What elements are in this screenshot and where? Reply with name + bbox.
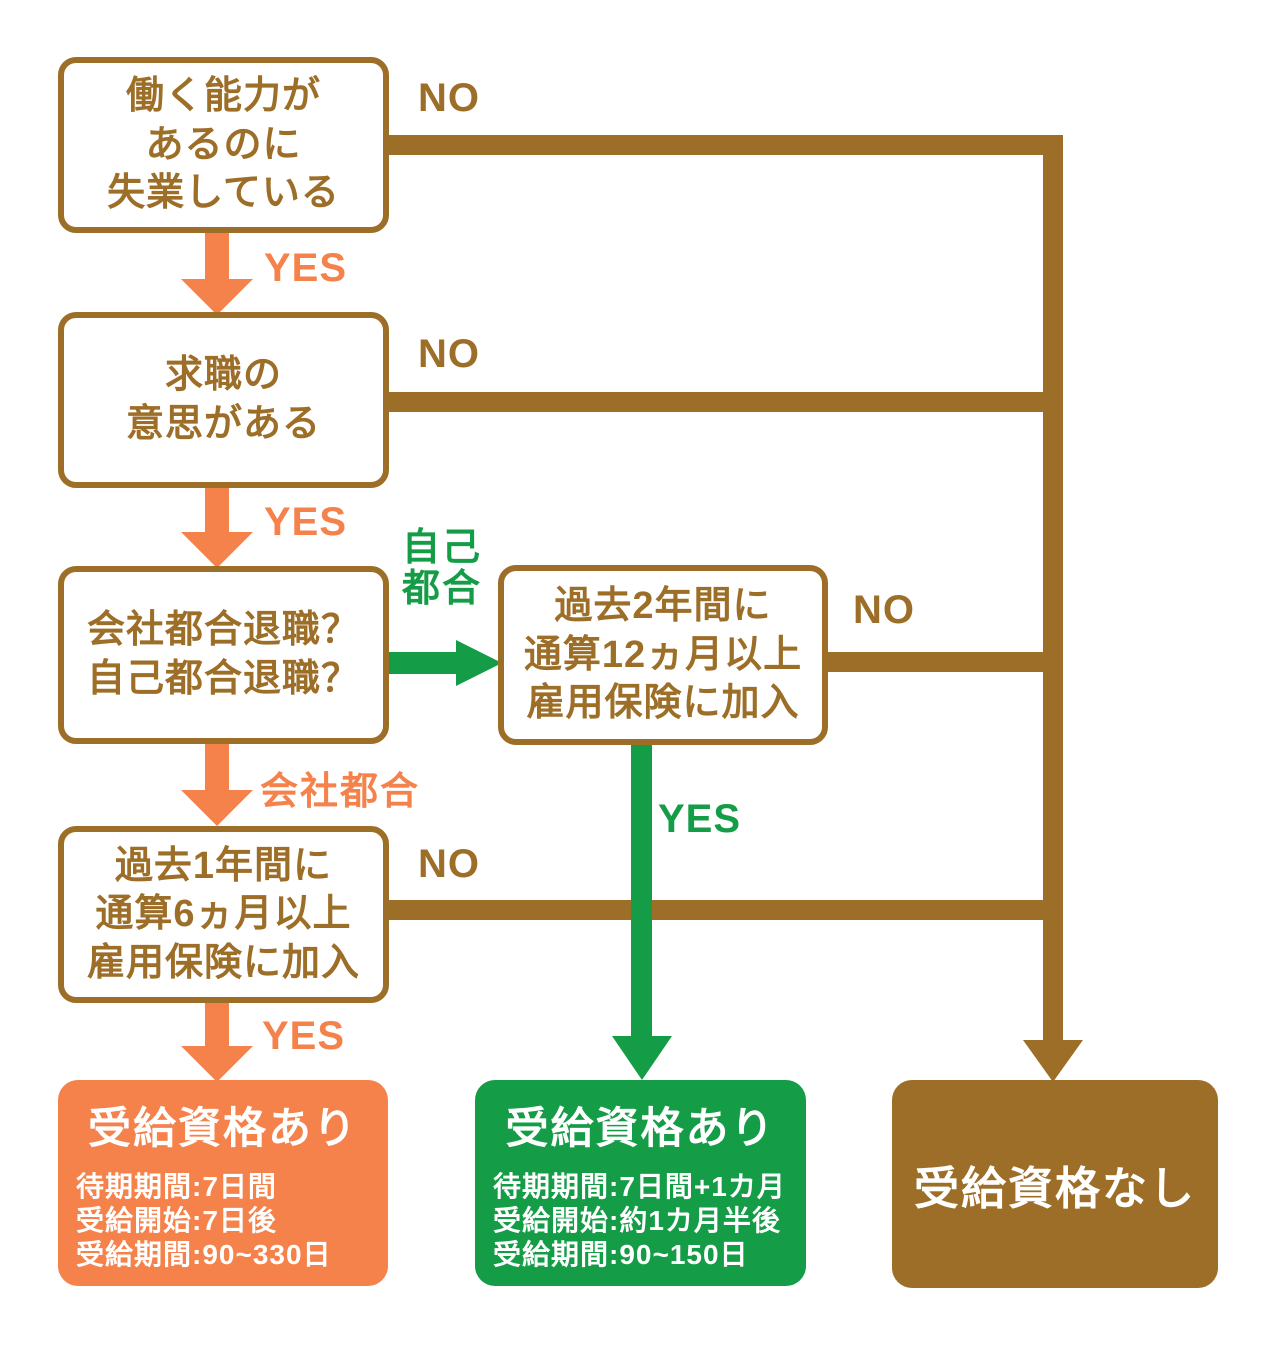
label-no-intent: NO: [418, 332, 480, 376]
result-detail-line: 受給期間:90~150日: [493, 1239, 749, 1271]
down-arrow-icon-company-reason: [181, 790, 253, 826]
decision-text-line: 過去1年間に: [114, 844, 333, 887]
label-yes-ability: YES: [264, 246, 348, 290]
label-self-reason-line1: 自己: [401, 527, 482, 569]
down-arrow-icon-yes-3: [181, 1046, 253, 1082]
down-arrow-icon-green: [612, 1036, 672, 1080]
decision-text-line: 雇用保険に加入: [526, 682, 800, 725]
result-detail-line: 受給開始:約1カ月半後: [493, 1205, 781, 1237]
label-self-reason-line2: 都合: [401, 568, 482, 611]
result-box-eligible-company-reason: 受給資格あり 待期期間:7日間 受給開始:7日後 受給期間:90~330日: [58, 1080, 388, 1286]
result-title: 受給資格なし: [913, 1162, 1196, 1214]
decision-box-insurance-12-months: 過去2年間に 通算12ヵ月以上 雇用保険に加入: [498, 565, 828, 745]
right-arrow-icon-green: [456, 640, 502, 686]
result-detail-line: 待期期間:7日間+1カ月: [493, 1171, 786, 1202]
label-yes-intent: YES: [264, 500, 348, 544]
label-no-ins12: NO: [853, 588, 915, 632]
decision-text-line: 雇用保険に加入: [86, 941, 360, 984]
decision-text-line: 自己都合退職？: [86, 658, 360, 700]
decision-text-line: 働く能力が: [125, 75, 321, 118]
decision-text-line: 会社都合退職？: [86, 609, 360, 652]
result-box-eligible-self-reason: 受給資格あり 待期期間:7日間+1カ月 受給開始:約1カ月半後 受給期間:90~…: [475, 1080, 806, 1286]
label-yes-ins6: YES: [262, 1014, 346, 1058]
arrow-shaft: [205, 488, 229, 534]
no-connector-line-from-ins12: [826, 652, 1063, 672]
label-no-ability: NO: [418, 76, 480, 120]
arrow-shaft: [205, 1003, 229, 1048]
no-connector-line-from-intent: [388, 392, 1063, 412]
result-detail-line: 受給期間:90~330日: [76, 1239, 332, 1271]
decision-text-line: 意思がある: [125, 403, 321, 445]
no-connector-vertical-line: [1043, 135, 1063, 1042]
self-reason-connector-line: [388, 652, 458, 674]
decision-box-unemployed-with-ability: 働く能力が あるのに 失業している: [58, 57, 389, 233]
no-connector-line-from-ins6: [388, 900, 1063, 920]
decision-text-line: 失業している: [107, 172, 340, 215]
decision-box-insurance-6-months: 過去1年間に 通算6ヵ月以上 雇用保険に加入: [58, 826, 389, 1003]
down-arrow-icon-yes-1: [181, 279, 253, 315]
label-yes-ins12: YES: [658, 797, 742, 841]
decision-text-line: 通算6ヵ月以上: [95, 893, 352, 936]
result-details: 待期期間:7日間 受給開始:7日後 受給期間:90~330日: [76, 1170, 388, 1272]
decision-box-resignation-type: 会社都合退職？ 自己都合退職？: [58, 566, 389, 744]
label-company-reason: 会社都合: [260, 771, 421, 813]
result-detail-line: 待期期間:7日間: [76, 1171, 277, 1202]
result-title: 受給資格あり: [505, 1105, 776, 1153]
decision-text-line: 求職の: [164, 354, 282, 397]
down-arrow-icon-yes-2: [181, 532, 253, 568]
decision-text-line: 過去2年間に: [554, 585, 772, 628]
down-arrow-icon-brown: [1023, 1040, 1083, 1082]
decision-box-job-seeking-intent: 求職の 意思がある: [58, 312, 389, 488]
label-no-ins6: NO: [418, 842, 480, 886]
result-detail-line: 受給開始:7日後: [76, 1205, 277, 1237]
no-connector-line-from-ability: [388, 135, 1063, 155]
yes-connector-line-from-ins12: [631, 744, 652, 1038]
arrow-shaft: [205, 233, 229, 281]
result-details: 待期期間:7日間+1カ月 受給開始:約1カ月半後 受給期間:90~150日: [493, 1170, 806, 1272]
arrow-shaft: [205, 744, 229, 792]
decision-text-line: あるのに: [145, 123, 302, 166]
result-box-not-eligible: 受給資格なし: [892, 1080, 1218, 1288]
decision-text-line: 通算12ヵ月以上: [523, 633, 803, 676]
label-self-reason: 自己 都合: [400, 527, 484, 611]
result-title: 受給資格あり: [88, 1105, 358, 1153]
